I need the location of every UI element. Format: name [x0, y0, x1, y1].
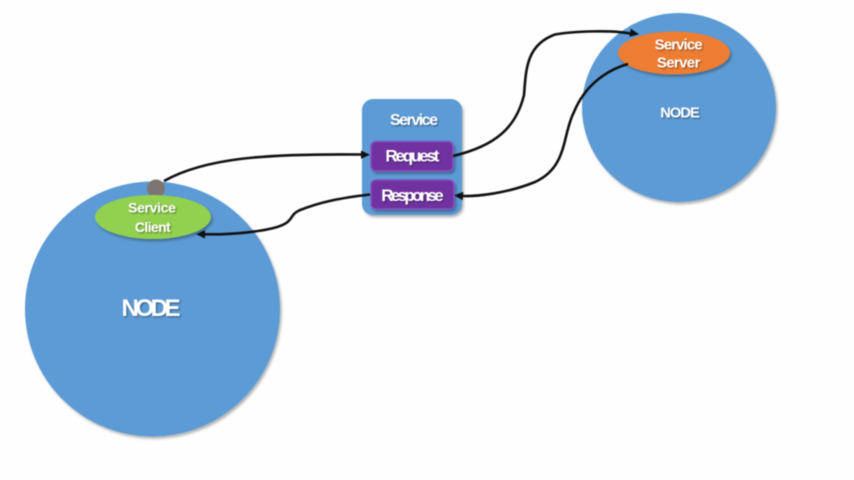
svg-text:NODE: NODE — [660, 105, 700, 121]
svg-text:NODE: NODE — [122, 295, 181, 322]
svg-text:Request: Request — [385, 147, 439, 166]
svg-text:Client: Client — [135, 219, 171, 235]
svg-text:Server: Server — [657, 55, 701, 72]
svg-text:Service: Service — [390, 112, 438, 129]
svg-text:Response: Response — [381, 186, 444, 205]
svg-text:Service: Service — [128, 200, 176, 216]
svg-text:Service: Service — [655, 36, 703, 53]
